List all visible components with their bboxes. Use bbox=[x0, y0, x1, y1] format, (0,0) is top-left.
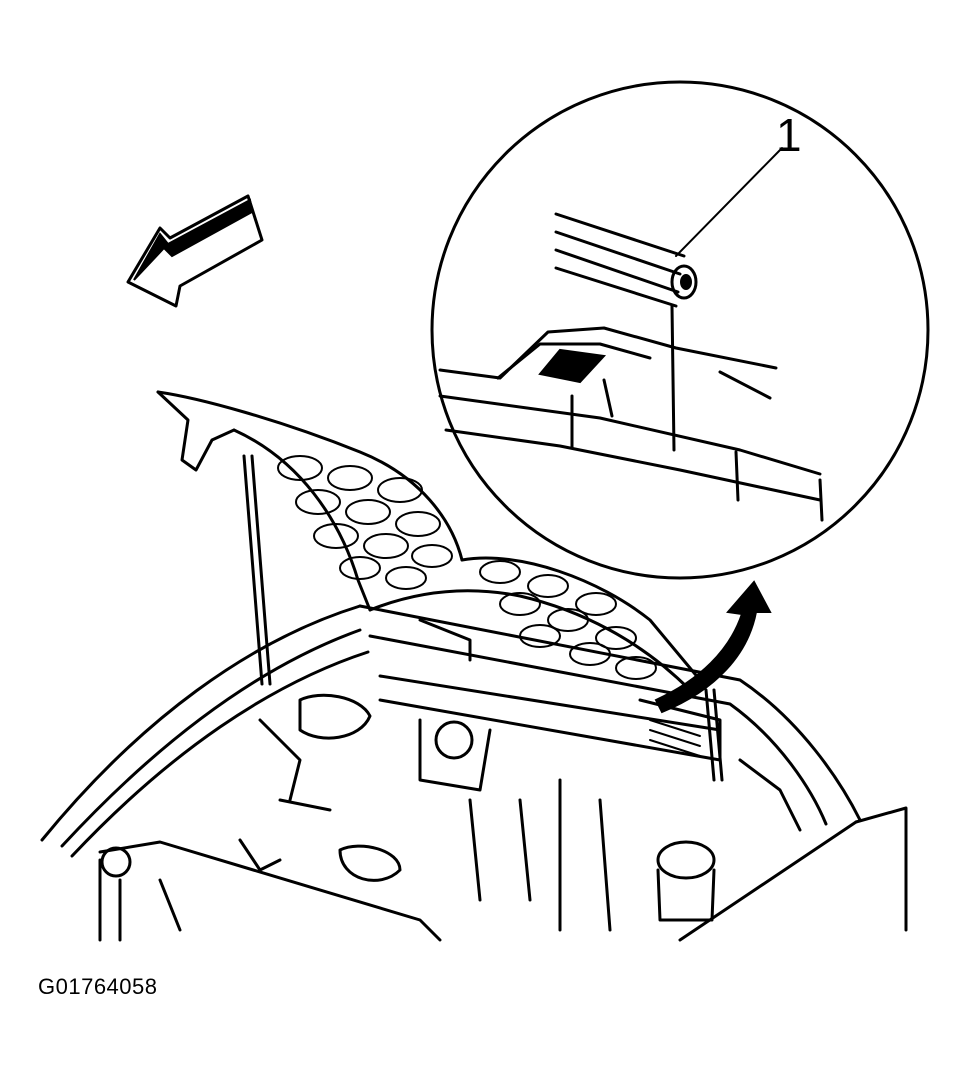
engine-compartment bbox=[40, 604, 908, 942]
honeycomb-pattern bbox=[277, 455, 657, 680]
callout-number: 1 bbox=[776, 109, 802, 161]
weatherstrip-seal bbox=[554, 212, 698, 308]
hood-panel bbox=[156, 390, 702, 692]
detail-circle bbox=[430, 80, 930, 580]
direction-arrow-icon bbox=[126, 194, 264, 308]
callout-leader bbox=[675, 147, 783, 257]
hood-struts bbox=[242, 454, 724, 782]
figure-id: G01764058 bbox=[38, 974, 158, 999]
